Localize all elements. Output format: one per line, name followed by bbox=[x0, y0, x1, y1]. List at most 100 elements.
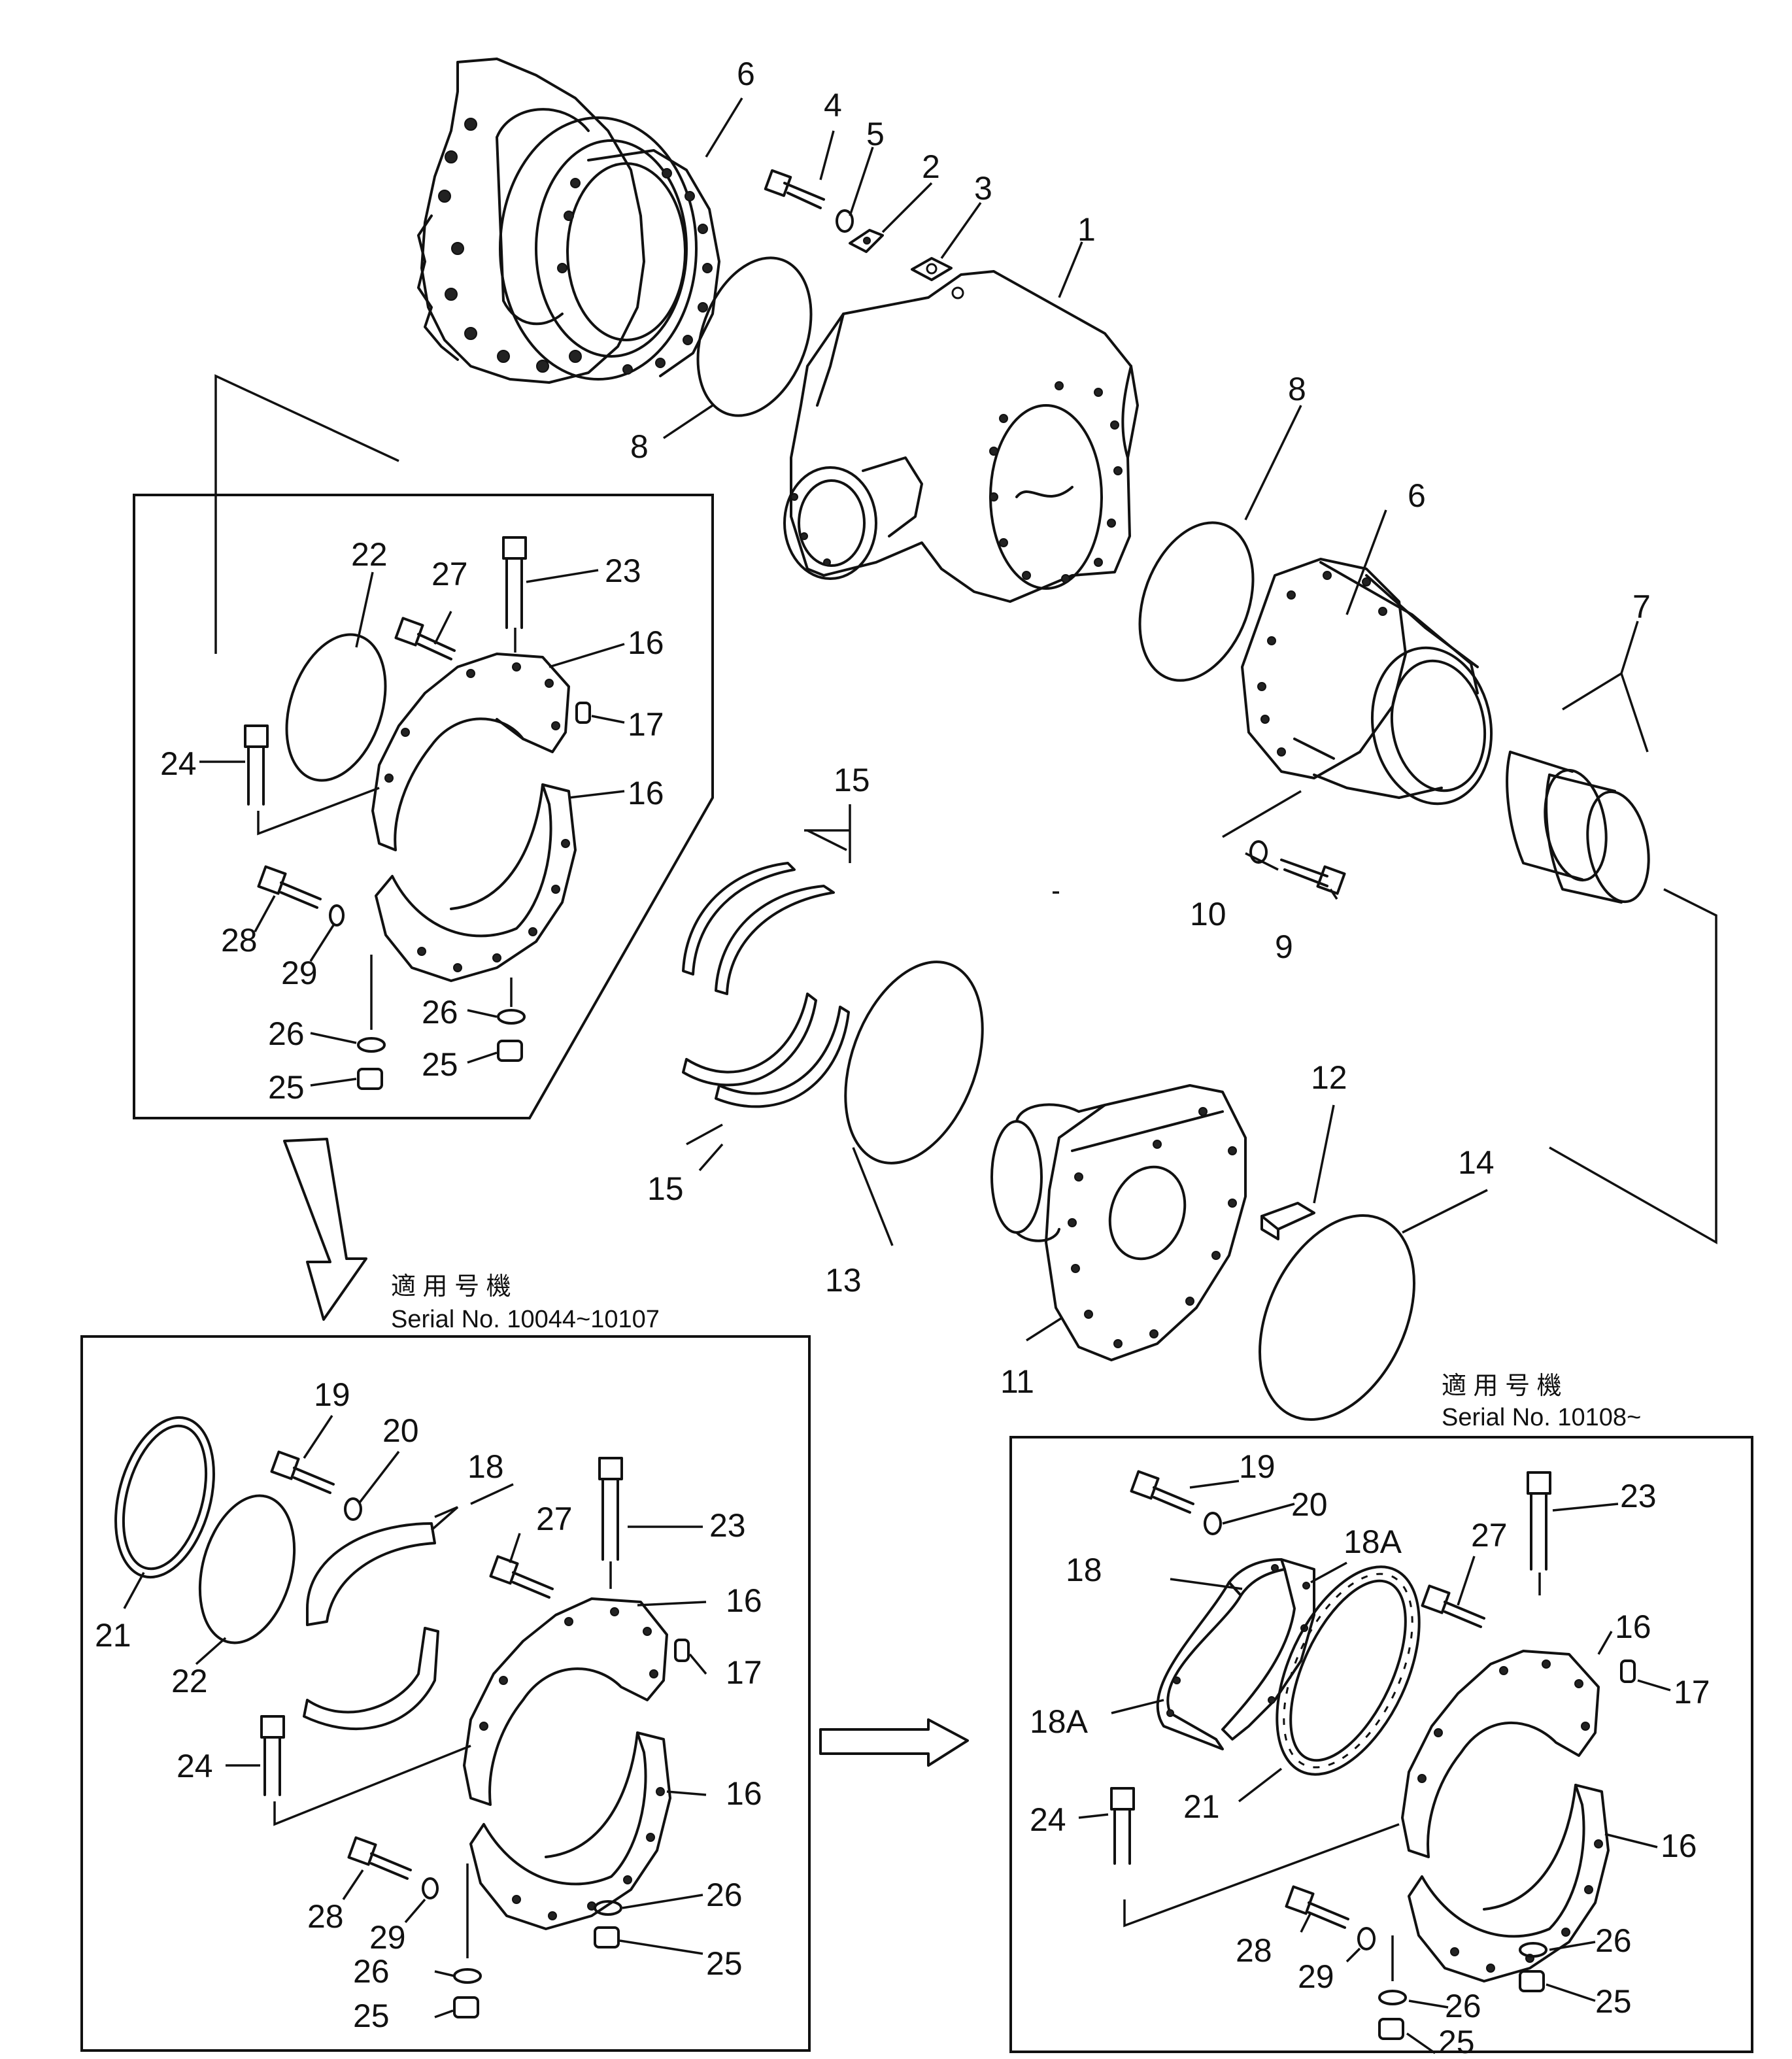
label-ul-29: 29 bbox=[281, 955, 318, 991]
middle-detail-frame bbox=[80, 1335, 811, 2052]
label-3: 3 bbox=[974, 170, 992, 207]
label-mid-16a: 16 bbox=[726, 1582, 762, 1619]
label-mid-26a: 26 bbox=[706, 1877, 743, 1913]
part-9-bolt bbox=[1280, 859, 1346, 895]
label-14: 14 bbox=[1458, 1144, 1495, 1181]
label-ul-16a: 16 bbox=[628, 624, 664, 661]
part-15-lower-rings bbox=[682, 993, 850, 1108]
label-ul-26a: 26 bbox=[268, 1015, 305, 1052]
part-8-upper-o-ring bbox=[696, 256, 813, 417]
label-right-17: 17 bbox=[1674, 1674, 1710, 1710]
part-1-axle-housing bbox=[783, 270, 1139, 603]
part-2-cover bbox=[849, 229, 884, 253]
label-mid-16b: 16 bbox=[726, 1775, 762, 1812]
label-right-25a: 25 bbox=[1595, 1983, 1632, 2020]
label-ul-17: 17 bbox=[628, 706, 664, 743]
part-4-bolt bbox=[764, 169, 825, 209]
label-9: 9 bbox=[1275, 928, 1293, 965]
label-ul-25b: 25 bbox=[422, 1046, 458, 1083]
label-6-right: 6 bbox=[1408, 477, 1426, 514]
label-6-upper: 6 bbox=[737, 56, 755, 92]
label-ul-28: 28 bbox=[221, 922, 258, 959]
label-2: 2 bbox=[922, 148, 940, 185]
label-13: 13 bbox=[825, 1262, 862, 1299]
label-ul-22: 22 bbox=[351, 536, 388, 573]
label-10: 10 bbox=[1190, 896, 1226, 932]
middle-kanji-note: 適 用 号 機 bbox=[391, 1273, 511, 1301]
label-ul-25a: 25 bbox=[268, 1069, 305, 1106]
label-mid-28: 28 bbox=[307, 1898, 344, 1935]
label-4: 4 bbox=[824, 87, 842, 124]
label-12: 12 bbox=[1311, 1059, 1347, 1096]
label-right-26b: 26 bbox=[1445, 1988, 1481, 2024]
label-right-27: 27 bbox=[1471, 1517, 1508, 1554]
serial-notes: 適 用 号 機 Serial No. 10044~10107 適 用 号 機 S… bbox=[391, 1273, 1641, 1431]
label-mid-24: 24 bbox=[177, 1748, 213, 1784]
label-ul-26b: 26 bbox=[422, 994, 458, 1030]
label-right-18A-lower: 18A bbox=[1030, 1703, 1089, 1740]
part-12-block bbox=[1260, 1202, 1315, 1240]
middle-serial-note: Serial No. 10044~10107 bbox=[391, 1306, 660, 1333]
part-10-washer bbox=[1249, 840, 1268, 864]
label-ul-24: 24 bbox=[160, 745, 197, 782]
right-serial-note: Serial No. 10108~ bbox=[1442, 1404, 1641, 1431]
middle-detail-parts bbox=[114, 1416, 690, 2018]
label-mid-26b: 26 bbox=[353, 1953, 390, 1990]
right-kanji-note: 適 用 号 機 bbox=[1442, 1372, 1562, 1400]
down-arrow bbox=[283, 1138, 367, 1321]
part-13-o-ring bbox=[844, 961, 984, 1165]
label-mid-17: 17 bbox=[726, 1654, 762, 1691]
label-mid-18: 18 bbox=[467, 1448, 504, 1485]
part-7-sleeves bbox=[1506, 751, 1650, 904]
label-mid-20: 20 bbox=[382, 1412, 419, 1449]
right-arrow bbox=[819, 1718, 969, 1767]
label-15-lower: 15 bbox=[647, 1170, 684, 1207]
label-7: 7 bbox=[1632, 588, 1651, 625]
upper-left-detail-frame bbox=[133, 494, 714, 1119]
part-15-upper-rings bbox=[682, 862, 835, 995]
label-11: 11 bbox=[1000, 1363, 1034, 1400]
label-right-25b: 25 bbox=[1438, 2024, 1475, 2059]
part-5-washer bbox=[836, 209, 854, 233]
part-14-large-o-ring bbox=[1259, 1214, 1415, 1421]
label-ul-23: 23 bbox=[605, 553, 641, 589]
label-right-29: 29 bbox=[1298, 1958, 1334, 1995]
label-right-18: 18 bbox=[1066, 1552, 1102, 1588]
label-leaders bbox=[123, 97, 1671, 2054]
part-11-hub bbox=[990, 1084, 1247, 1361]
label-right-23: 23 bbox=[1620, 1478, 1657, 1514]
label-right-28: 28 bbox=[1236, 1932, 1272, 1969]
label-8-right: 8 bbox=[1288, 371, 1306, 407]
label-right-19: 19 bbox=[1239, 1448, 1276, 1485]
part-6-upper-housing bbox=[417, 58, 720, 384]
label-right-24: 24 bbox=[1030, 1801, 1066, 1838]
label-right-18A-upper: 18A bbox=[1344, 1523, 1402, 1560]
label-mid-27: 27 bbox=[536, 1501, 573, 1537]
upper-left-detail-parts bbox=[244, 536, 591, 1090]
label-mid-21: 21 bbox=[95, 1617, 131, 1654]
label-15-upper: 15 bbox=[834, 762, 870, 798]
connection-lines bbox=[214, 374, 1717, 1245]
label-5: 5 bbox=[866, 116, 885, 152]
label-right-20: 20 bbox=[1291, 1486, 1328, 1523]
label-mid-23: 23 bbox=[709, 1507, 746, 1544]
label-mid-25a: 25 bbox=[706, 1945, 743, 1982]
part-6-right-housing bbox=[1241, 558, 1493, 806]
label-mid-29: 29 bbox=[369, 1919, 406, 1956]
label-mid-25b: 25 bbox=[353, 1998, 390, 2034]
part-8-right-o-ring bbox=[1138, 521, 1255, 682]
right-detail-frame bbox=[1009, 1436, 1753, 2053]
label-ul-27: 27 bbox=[431, 556, 468, 592]
part-number-labels: 1 2 3 4 5 6 6 7 8 8 9 10 11 12 13 14 15 … bbox=[95, 56, 1710, 2059]
label-right-16b: 16 bbox=[1661, 1828, 1697, 1864]
label-right-21: 21 bbox=[1183, 1788, 1220, 1825]
part-3-gasket bbox=[911, 257, 953, 281]
label-right-26a: 26 bbox=[1595, 1922, 1632, 1959]
right-detail-parts bbox=[1110, 1470, 1636, 2040]
label-mid-19: 19 bbox=[314, 1376, 350, 1413]
label-8-upper: 8 bbox=[630, 428, 649, 465]
label-1: 1 bbox=[1077, 211, 1096, 248]
label-mid-22: 22 bbox=[171, 1663, 208, 1699]
label-ul-16b: 16 bbox=[628, 775, 664, 811]
